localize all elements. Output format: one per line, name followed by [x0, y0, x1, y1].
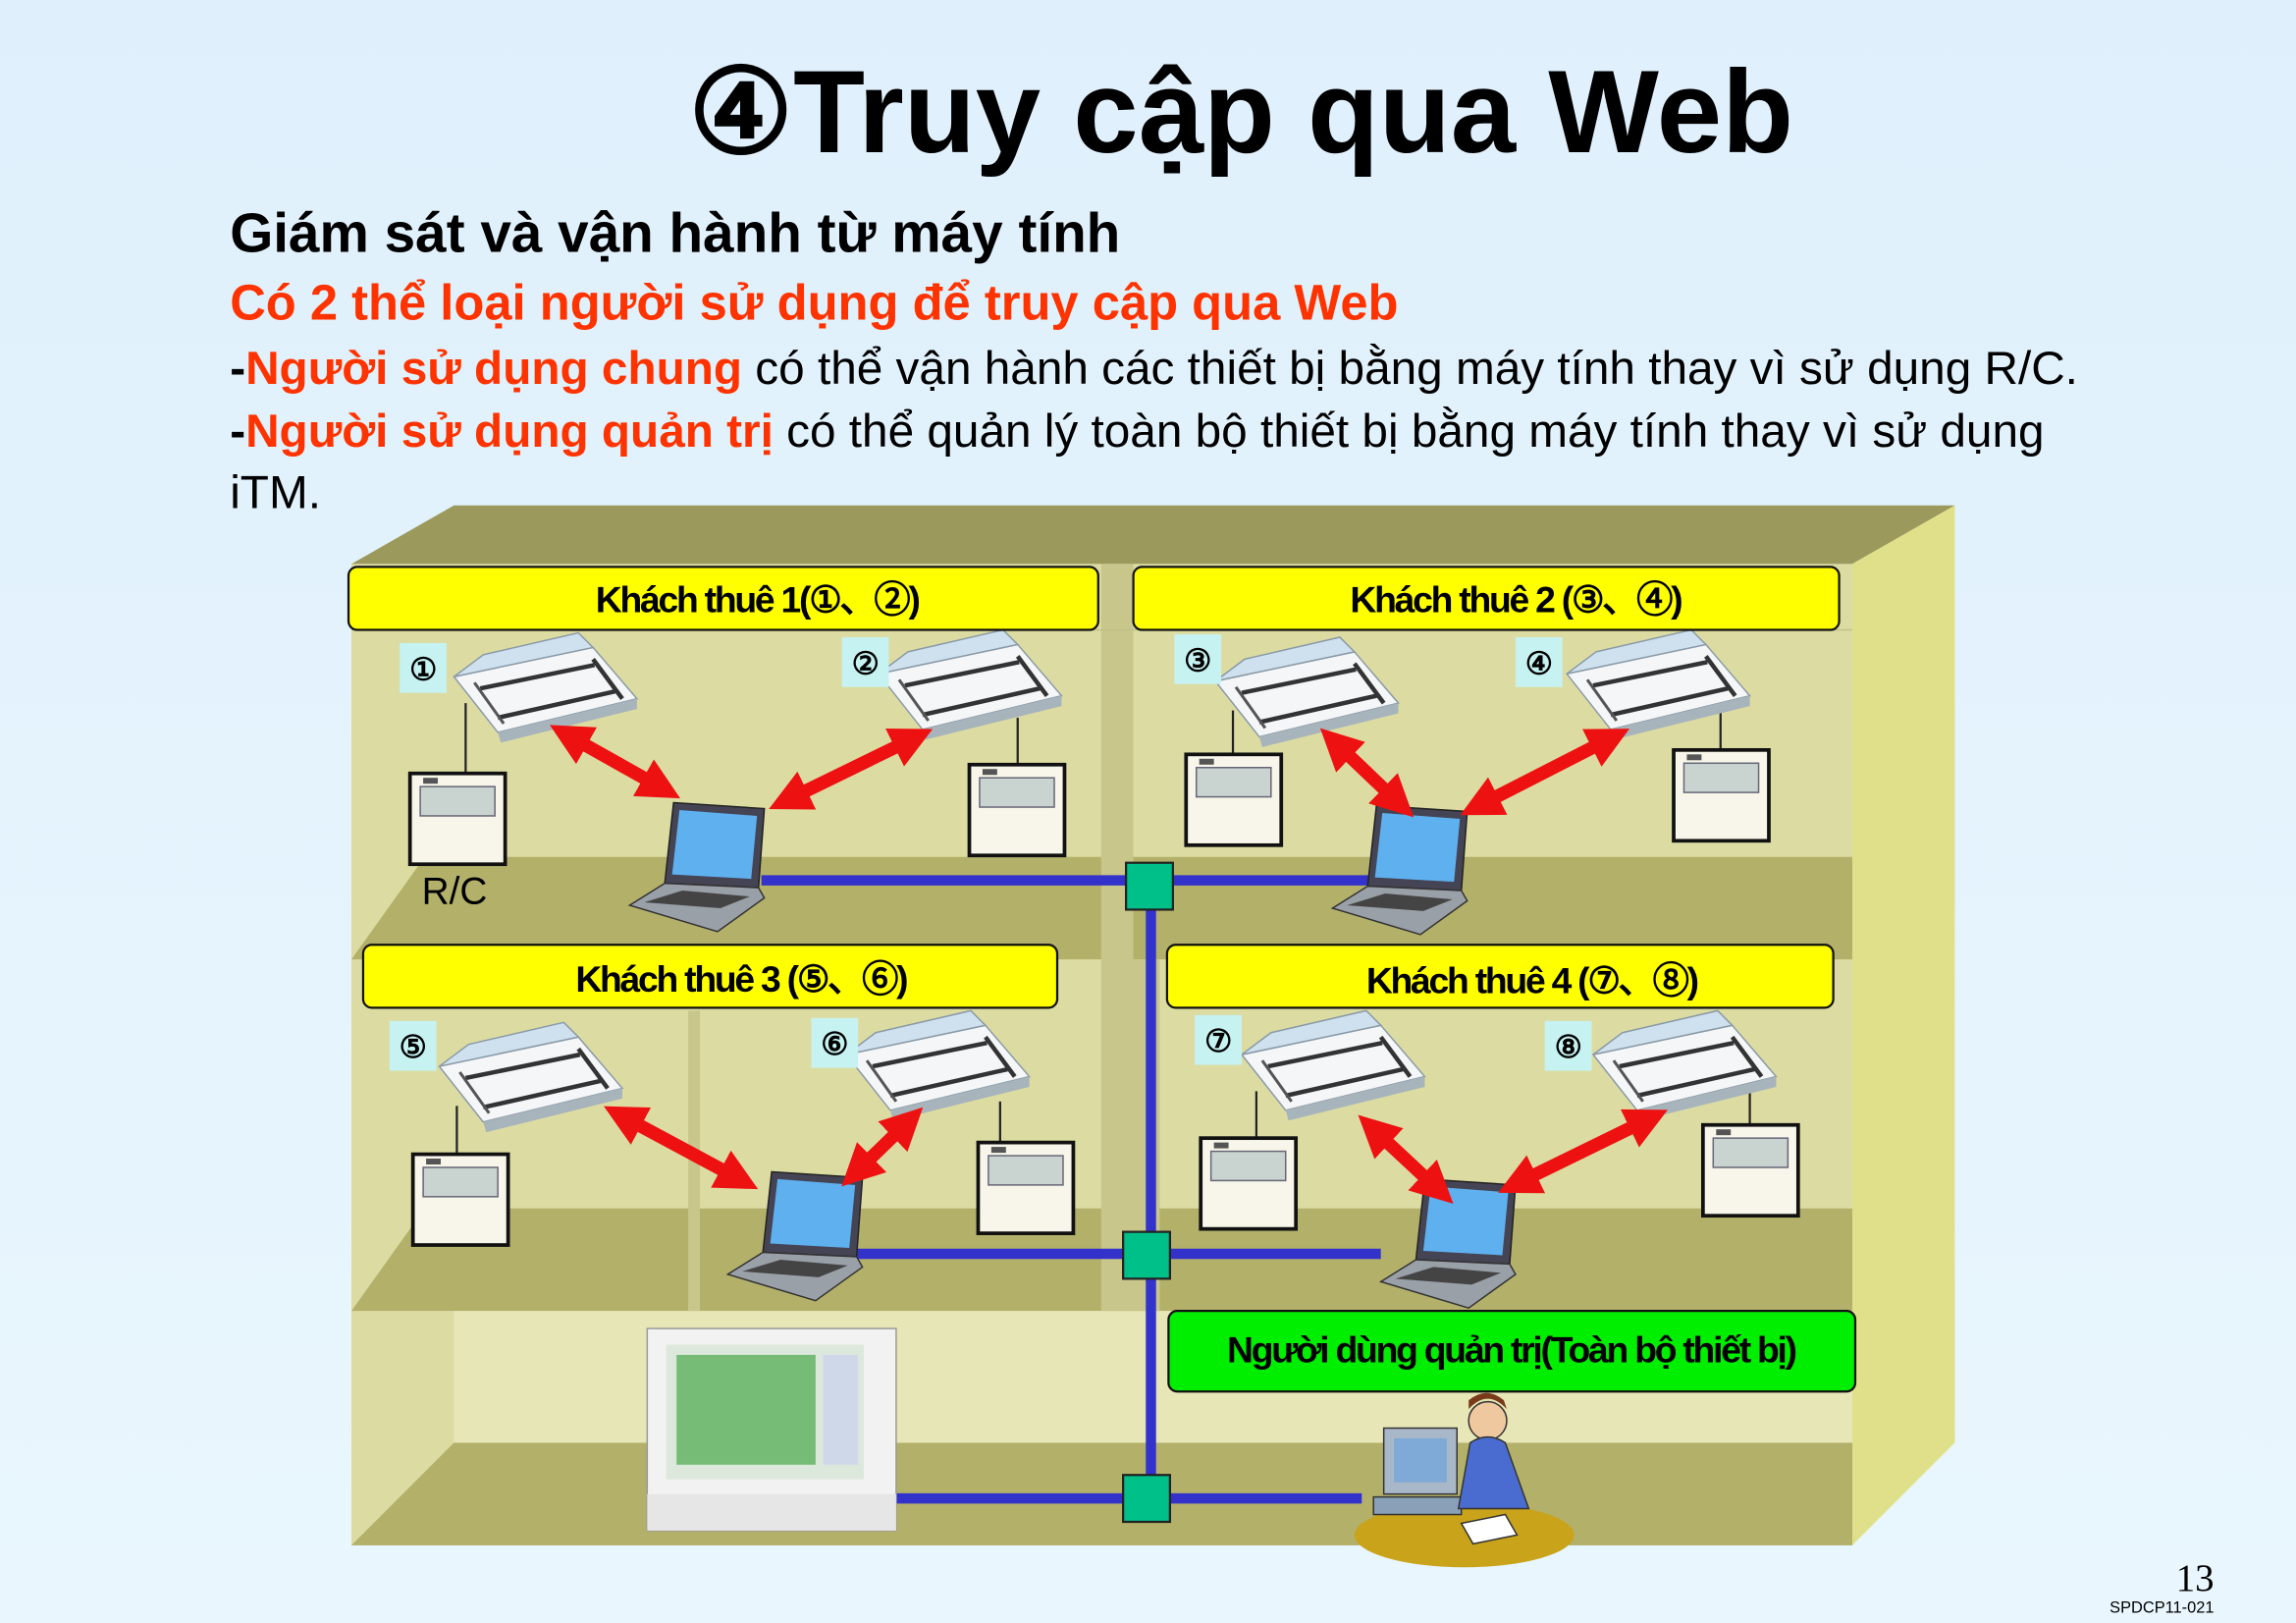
admin-user-label: Người dùng quản trị(Toàn bộ thiết bị) [1167, 1310, 1857, 1393]
network-switch [1125, 861, 1174, 911]
remote-controller-icon [1184, 752, 1284, 847]
subtitle: Giám sát và vận hành từ máy tính [230, 203, 1120, 265]
connection-arrows [550, 725, 1668, 1205]
itm-touchscreen-icon [646, 1327, 897, 1532]
title-number: ④ [688, 47, 793, 178]
svg-text:Người dùng quản trị(Toàn bộ th: Người dùng quản trị(Toàn bộ thiết bị) [1227, 1328, 1796, 1370]
svg-text:Khách thuê 1(①、②): Khách thuê 1(①、②) [596, 579, 920, 621]
svg-text:⑤: ⑤ [400, 1030, 427, 1064]
admin-person-computer-icon [1354, 1392, 1575, 1568]
network-switch [1122, 1474, 1171, 1524]
svg-text:Khách thuê 4 (⑦、⑧): Khách thuê 4 (⑦、⑧) [1366, 959, 1698, 1001]
remote-controller-icon [1199, 1136, 1299, 1231]
svg-text:⑧: ⑧ [1555, 1030, 1582, 1064]
title-text: Truy cập qua Web [793, 47, 1793, 178]
rc-label: R/C [422, 870, 488, 912]
remote-controller-icon [967, 762, 1067, 858]
svg-text:⑥: ⑥ [821, 1027, 848, 1061]
network-switch [1122, 1230, 1171, 1280]
tenant-label-4: Khách thuê 4 (⑦、⑧) [1165, 944, 1835, 1009]
svg-text:①: ① [409, 652, 437, 686]
highlight-text: Có 2 thể loại người sử dụng để truy cập … [230, 274, 1398, 330]
page-number: 13 [2176, 1557, 2215, 1599]
tenant-label-2: Khách thuê 2 (③、④) [1132, 566, 1841, 631]
bullet-admin-user-cont: iTM. [230, 467, 321, 519]
svg-text:④Truy cập qua Web: ④Truy cập qua Web [688, 47, 1793, 178]
remote-controller-icon [407, 771, 507, 867]
tenant-label-1: Khách thuê 1(①、②) [347, 566, 1099, 631]
svg-text:⑦: ⑦ [1204, 1024, 1232, 1058]
unit-number-badges: ① ② ③ ④ ⑤ ⑥ ⑦ ⑧ [389, 634, 1592, 1071]
svg-text:④: ④ [1525, 646, 1553, 680]
bullet-admin-user: -Người sử dụng quản trị có thể quản lý t… [230, 405, 2044, 458]
document-code: SPDCP11-021 [2109, 1598, 2214, 1616]
svg-text:Khách thuê 3 (⑤、⑥): Khách thuê 3 (⑤、⑥) [575, 958, 907, 1000]
slide-title: ④Truy cập qua Web [688, 47, 1793, 178]
svg-text:③: ③ [1184, 643, 1211, 677]
remote-controller-icon [1672, 747, 1771, 843]
tenant-label-3: Khách thuê 3 (⑤、⑥) [361, 944, 1059, 1009]
svg-text:②: ② [852, 646, 880, 680]
remote-controller-icon [1700, 1122, 1800, 1218]
remote-controller-icon [410, 1152, 510, 1247]
bullet-general-user: -Người sử dụng chung có thể vận hành các… [230, 342, 2078, 395]
svg-text:Khách thuê 2 (③、④): Khách thuê 2 (③、④) [1350, 579, 1682, 621]
rc-wires [455, 703, 1751, 1155]
remote-controller-icon [976, 1140, 1076, 1235]
